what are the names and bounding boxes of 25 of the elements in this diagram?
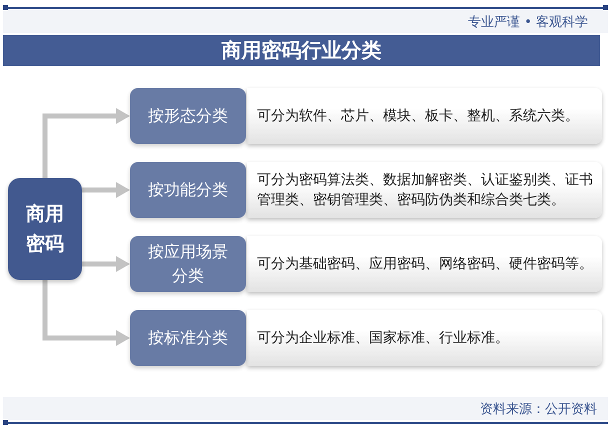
connector-arrow — [42, 280, 130, 346]
slogan-text: 专业严谨 • 客观科学 — [468, 14, 588, 30]
category-label: 按标准分类 — [148, 327, 228, 349]
topic-label: 商用密码 — [25, 202, 65, 257]
diagram-title: 商用密码行业分类 — [222, 37, 382, 64]
category-label: 按应用场景分类 — [147, 241, 229, 287]
source-note: 资料来源：公开资料 — [480, 400, 597, 418]
description-text: 可分为软件、芯片、模块、板卡、整机、系统六类。 — [257, 107, 579, 126]
description-text: 可分为基础密码、应用密码、网络密码、硬件密码等。 — [257, 255, 593, 274]
category-box — [130, 310, 246, 366]
connector-arrow — [82, 182, 130, 198]
description-text: 可分为密码算法类、数据加解密类、认证鉴别类、证书管理类、密钥管理类、密码防伪类和综合类七类。 — [257, 171, 594, 210]
category-box — [130, 162, 246, 218]
description-box — [247, 236, 602, 292]
description-text: 可分为企业标准、国家标准、行业标准。 — [257, 329, 509, 348]
description-box — [247, 310, 602, 366]
category-box — [130, 88, 246, 144]
connector-arrow — [82, 256, 130, 272]
description-box — [247, 162, 602, 218]
category-label: 按功能分类 — [148, 179, 228, 201]
connector-arrow — [42, 108, 130, 178]
topic-box — [8, 178, 82, 280]
description-box — [247, 88, 602, 144]
category-label: 按形态分类 — [148, 105, 228, 127]
category-box — [130, 236, 246, 292]
